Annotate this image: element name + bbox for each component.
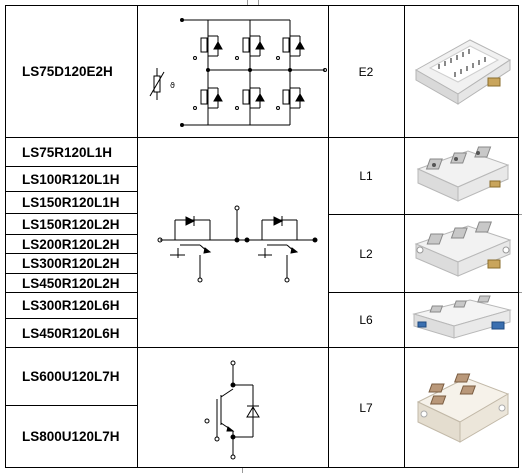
edge-mark [247,0,248,5]
table-border-bottom [5,467,519,468]
table-border-top [5,5,519,6]
model-name: LS600U120L7H [22,369,120,384]
l6-module-image [410,296,514,344]
model-name: LS300R120L6H [22,298,120,313]
package-name: L1 [359,169,373,183]
model-name: LS150R120L1H [22,195,120,210]
edge-mark [519,214,522,215]
model-name: LS100R120L1H [22,171,120,187]
l2-module-image [410,220,514,286]
model-name: LS450R120L6H [22,325,120,341]
package-name: L6 [359,313,373,327]
model-sep [5,405,138,406]
edge-mark [242,468,243,473]
row-sep-2 [329,214,519,215]
model-name: LS150R120L2H [22,216,120,232]
model-sep [5,273,138,274]
e2-module-image [410,20,514,110]
half-bridge-igbt-schematic [150,200,325,288]
model-name: LS200R120L2H [22,236,120,252]
table-border-left [5,5,6,468]
edge-mark [519,292,522,293]
package-name: E2 [358,64,374,79]
table-border-right [518,5,519,468]
row-sep-4 [5,347,519,348]
l7-module-image [410,362,514,452]
model-name: LS75R120L1H [22,144,113,160]
package-name: L2 [359,246,373,261]
model-sep [5,318,138,319]
col-divider-3 [404,5,405,468]
model-name: LS800U120L7H [22,429,120,444]
single-igbt-schematic [195,355,270,463]
model-name: LS450R120L2H [22,275,120,291]
edge-mark [258,0,259,5]
col-divider-2 [328,5,329,468]
row-sep-1 [5,137,519,138]
model-sep [5,292,138,293]
model-sep [5,234,138,235]
package-name: L7 [359,400,373,415]
svg-text:ϑ: ϑ [170,81,175,90]
model-name: LS75D120E2H [22,64,113,79]
model-sep [5,253,138,254]
model-sep [5,166,138,167]
row-sep-3 [329,292,519,293]
model-sep [5,191,138,192]
six-pack-igbt-schematic: ϑ [140,8,326,135]
model-sep [5,213,138,214]
col-divider-1 [137,5,138,468]
l1-module-image [410,143,514,209]
model-name: LS300R120L2H [22,256,120,271]
